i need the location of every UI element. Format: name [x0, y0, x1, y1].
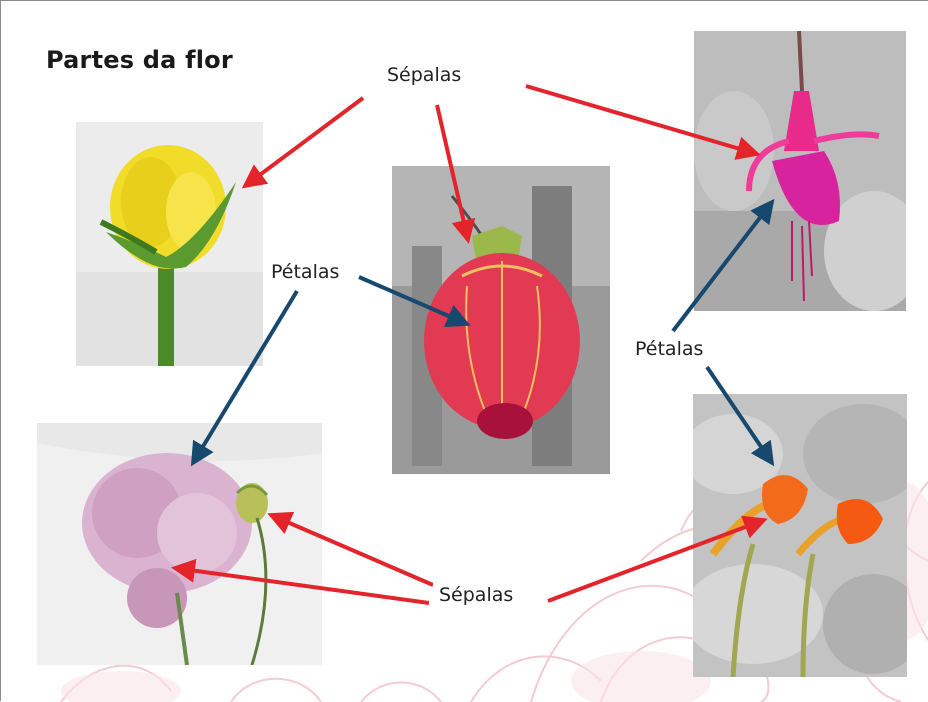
label-sepalas-bottom: Sépalas [433, 583, 519, 607]
label-petalas-left: Pétalas [265, 260, 345, 284]
page-title: Partes da flor [46, 46, 233, 74]
abutilon-photo [392, 166, 610, 474]
fuchsia-photo [694, 31, 906, 311]
nasturtium-photo [693, 394, 907, 677]
label-petalas-right: Pétalas [629, 337, 709, 361]
pink-rose-photo [37, 423, 322, 665]
label-sepalas-top: Sépalas [381, 63, 467, 87]
yellow-rose-photo [76, 122, 263, 366]
